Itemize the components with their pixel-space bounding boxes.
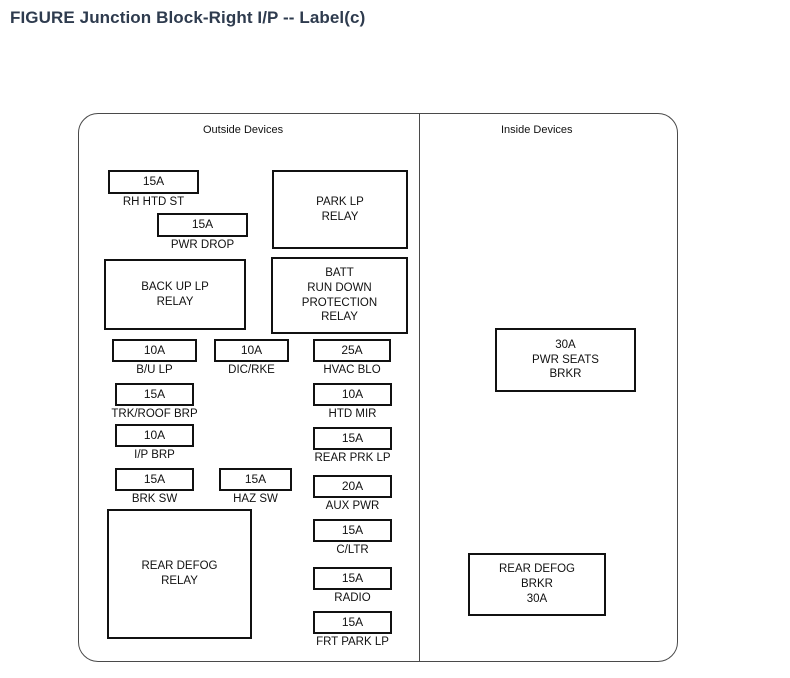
fuse-label-hvac-blo: HVAC BLO (323, 364, 381, 376)
fuse-label-trk-roof-brp: TRK/ROOF BRP (111, 408, 198, 420)
relay-back-up-lp[interactable]: BACK UP LP RELAY (104, 259, 246, 330)
fuse-label-aux-pwr: AUX PWR (325, 500, 380, 512)
fuse-dic-rke[interactable]: 10A (214, 339, 289, 362)
fuse-label-rear-prk-lp: REAR PRK LP (314, 452, 391, 464)
fuse-label-dic-rke: DIC/RKE (228, 364, 275, 376)
fuse-label-brk-sw: BRK SW (131, 493, 178, 505)
breaker-rear-defog[interactable]: REAR DEFOG BRKR 30A (468, 553, 606, 616)
breaker-pwr-seats[interactable]: 30A PWR SEATS BRKR (495, 328, 636, 392)
fuse-rh-htd-st[interactable]: 15A (108, 170, 199, 194)
fuse-aux-pwr[interactable]: 20A (313, 475, 392, 498)
fuse-label-pwr-drop: PWR DROP (170, 239, 235, 251)
fuse-hvac-blo[interactable]: 25A (313, 339, 391, 362)
fuse-label-haz-sw: HAZ SW (233, 493, 278, 505)
fuse-label-c-ltr: C/LTR (336, 544, 369, 556)
relay-batt-run-down-protection[interactable]: BATT RUN DOWN PROTECTION RELAY (271, 257, 408, 334)
page-title: FIGURE Junction Block-Right I/P -- Label… (10, 8, 366, 27)
fuse-frt-park-lp[interactable]: 15A (313, 611, 392, 634)
fuse-label-rh-htd-st: RH HTD ST (122, 196, 185, 208)
fuse-htd-mir[interactable]: 10A (313, 383, 392, 406)
panel-divider (419, 113, 420, 662)
fuse-label-ip-brp: I/P BRP (134, 449, 175, 461)
fuse-c-ltr[interactable]: 15A (313, 519, 392, 542)
relay-rear-defog[interactable]: REAR DEFOG RELAY (107, 509, 252, 639)
fuse-pwr-drop[interactable]: 15A (157, 213, 248, 237)
fuse-haz-sw[interactable]: 15A (219, 468, 292, 491)
inside-devices-heading: Inside Devices (501, 124, 573, 136)
outside-devices-heading: Outside Devices (203, 124, 284, 136)
fuse-trk-roof-brp[interactable]: 15A (115, 383, 194, 406)
fuse-brk-sw[interactable]: 15A (115, 468, 194, 491)
fuse-rear-prk-lp[interactable]: 15A (313, 427, 392, 450)
relay-park-lp[interactable]: PARK LP RELAY (272, 170, 408, 249)
fuse-label-bu-lp: B/U LP (136, 364, 173, 376)
fuse-ip-brp[interactable]: 10A (115, 424, 194, 447)
fuse-label-radio: RADIO (334, 592, 371, 604)
fuse-label-frt-park-lp: FRT PARK LP (316, 636, 389, 648)
fuse-bu-lp[interactable]: 10A (112, 339, 197, 362)
fuse-radio[interactable]: 15A (313, 567, 392, 590)
fuse-label-htd-mir: HTD MIR (328, 408, 377, 420)
